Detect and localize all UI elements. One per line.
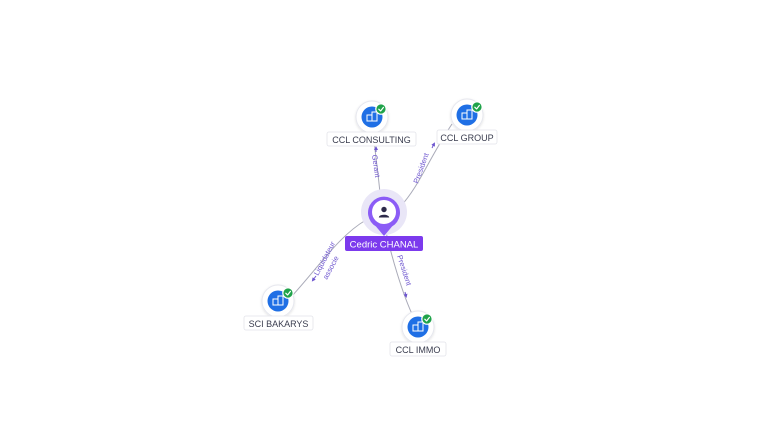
edge-label-gerant: Gerant (370, 154, 382, 179)
node-label-box (243, 315, 314, 331)
verified-check-icon (421, 313, 433, 325)
node-label-box (389, 341, 447, 357)
verified-check-icon (471, 101, 483, 113)
edge-bakarys[interactable]: Liquidateur associe (291, 219, 367, 297)
node-ccl-group[interactable]: CCL GROUP (436, 98, 498, 145)
node-label: CCL CONSULTING (332, 135, 411, 145)
node-cedric-chanal[interactable]: Cedric CHANAL (345, 189, 423, 251)
verified-check-icon (375, 103, 387, 115)
edge-label-president: President (411, 151, 431, 185)
node-label: SCI BAKARYS (249, 319, 309, 329)
building-icon (412, 321, 424, 332)
node-label: CCL GROUP (440, 133, 493, 143)
edge-arrow (431, 142, 435, 149)
building-icon (272, 295, 284, 306)
node-label-box (436, 129, 498, 145)
edge-line (291, 219, 367, 297)
edge-label-president: President (395, 254, 414, 288)
node-ccl-immo[interactable]: CCL IMMO (389, 310, 447, 357)
verified-check-icon (282, 287, 294, 299)
edge-arrow (403, 291, 408, 298)
node-ccl-consulting[interactable]: CCL CONSULTING (326, 100, 417, 147)
person-label: Cedric CHANAL (350, 240, 419, 251)
node-label: CCL IMMO (396, 345, 441, 355)
building-icon (461, 109, 473, 120)
person-icon (378, 206, 390, 218)
edge-consulting[interactable]: Gerant (370, 139, 382, 194)
person-label-box (345, 236, 423, 251)
node-sci-bakarys[interactable]: SCI BAKARYS (243, 284, 314, 331)
building-icon (366, 111, 378, 122)
edge-arrow (311, 275, 317, 282)
node-label-box (326, 131, 417, 147)
